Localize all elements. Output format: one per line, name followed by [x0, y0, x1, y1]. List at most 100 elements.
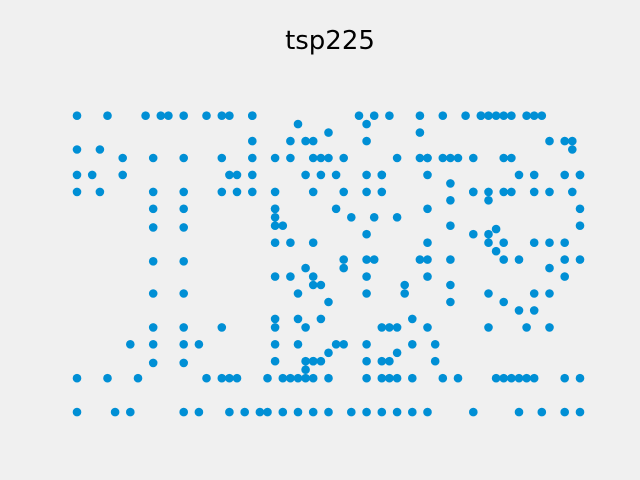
scatter-point — [499, 373, 509, 383]
scatter-point — [164, 111, 173, 120]
scatter-point — [423, 170, 432, 180]
scatter-point — [377, 373, 387, 383]
scatter-point — [377, 170, 387, 180]
scatter-point — [514, 373, 524, 383]
scatter-point — [126, 407, 135, 417]
scatter-point — [248, 170, 257, 180]
scatter-point — [118, 153, 127, 163]
scatter-point — [225, 111, 234, 120]
scatter-point — [507, 153, 516, 163]
scatter-point — [179, 340, 188, 349]
scatter-point — [308, 272, 318, 281]
scatter-point — [308, 153, 318, 163]
scatter-point — [133, 373, 143, 383]
scatter-point — [522, 373, 531, 383]
scatter-point — [575, 255, 585, 264]
scatter-point — [217, 111, 227, 120]
scatter-point — [469, 229, 478, 239]
scatter-point — [324, 407, 333, 417]
scatter-point — [560, 373, 569, 383]
scatter-point — [148, 187, 158, 197]
scatter-point — [362, 407, 371, 417]
scatter-point — [499, 238, 509, 247]
scatter-point — [392, 373, 402, 383]
scatter-point — [438, 111, 448, 120]
scatter-point — [72, 145, 82, 154]
scatter-point — [217, 187, 227, 197]
scatter-point — [392, 407, 402, 417]
scatter-point — [446, 280, 455, 290]
scatter-point — [270, 272, 280, 281]
scatter-point — [339, 187, 349, 197]
scatter-point — [537, 407, 547, 417]
scatter-point — [72, 373, 82, 383]
scatter-point — [408, 373, 417, 383]
scatter-point — [545, 323, 554, 332]
scatter-point — [537, 111, 547, 120]
scatter-point — [270, 323, 280, 332]
scatter-point — [72, 170, 82, 180]
scatter-point — [362, 136, 371, 146]
scatter-point — [385, 111, 394, 120]
scatter-point — [507, 187, 516, 197]
scatter-point — [499, 255, 509, 264]
scatter-point — [202, 373, 211, 383]
scatter-point — [301, 323, 310, 332]
scatter-point — [545, 289, 554, 298]
scatter-point — [278, 373, 288, 383]
scatter-point — [461, 111, 470, 120]
scatter-point — [232, 170, 242, 180]
scatter-point — [225, 373, 234, 383]
scatter-point — [491, 246, 501, 256]
scatter-point — [148, 257, 158, 266]
scatter-point — [560, 272, 569, 281]
scatter-point — [293, 289, 303, 298]
scatter-point — [560, 238, 569, 247]
scatter-point — [324, 128, 333, 137]
scatter-point — [331, 204, 341, 214]
scatter-point — [423, 153, 432, 163]
scatter-point — [95, 145, 105, 154]
scatter-point — [529, 373, 539, 383]
scatter-point — [529, 170, 539, 180]
scatter-point — [72, 187, 82, 197]
scatter-point — [438, 373, 448, 383]
scatter-point — [72, 407, 82, 417]
scatter-point — [148, 289, 158, 298]
scatter-point — [362, 187, 371, 197]
scatter-point — [278, 407, 288, 417]
scatter-point — [377, 323, 387, 332]
scatter-point — [179, 153, 188, 163]
scatter-point — [514, 170, 524, 180]
scatter-point — [339, 263, 349, 273]
scatter-point — [484, 229, 493, 239]
scatter-point — [560, 255, 569, 264]
scatter-point — [499, 111, 509, 120]
scatter-point — [331, 170, 341, 180]
scatter-point — [308, 187, 318, 197]
scatter-point — [293, 119, 303, 129]
scatter-point — [263, 407, 272, 417]
scatter-point — [484, 111, 493, 120]
scatter-point — [103, 111, 112, 120]
scatter-point — [575, 373, 585, 383]
scatter-point — [529, 187, 539, 197]
scatter-point — [491, 111, 501, 120]
scatter-point — [179, 223, 188, 232]
scatter-point — [270, 340, 280, 349]
scatter-point — [72, 111, 82, 120]
scatter-point — [301, 170, 310, 180]
scatter-point — [522, 323, 531, 332]
scatter-point — [270, 153, 280, 163]
scatter-point — [369, 213, 379, 222]
scatter-point — [232, 187, 242, 197]
scatter-point — [301, 365, 310, 375]
scatter-point — [308, 356, 318, 366]
scatter-point — [385, 373, 394, 383]
scatter-point — [484, 196, 493, 205]
scatter-point — [362, 340, 371, 349]
scatter-point — [225, 170, 234, 180]
scatter-point — [491, 224, 501, 234]
scatter-point — [308, 280, 318, 290]
